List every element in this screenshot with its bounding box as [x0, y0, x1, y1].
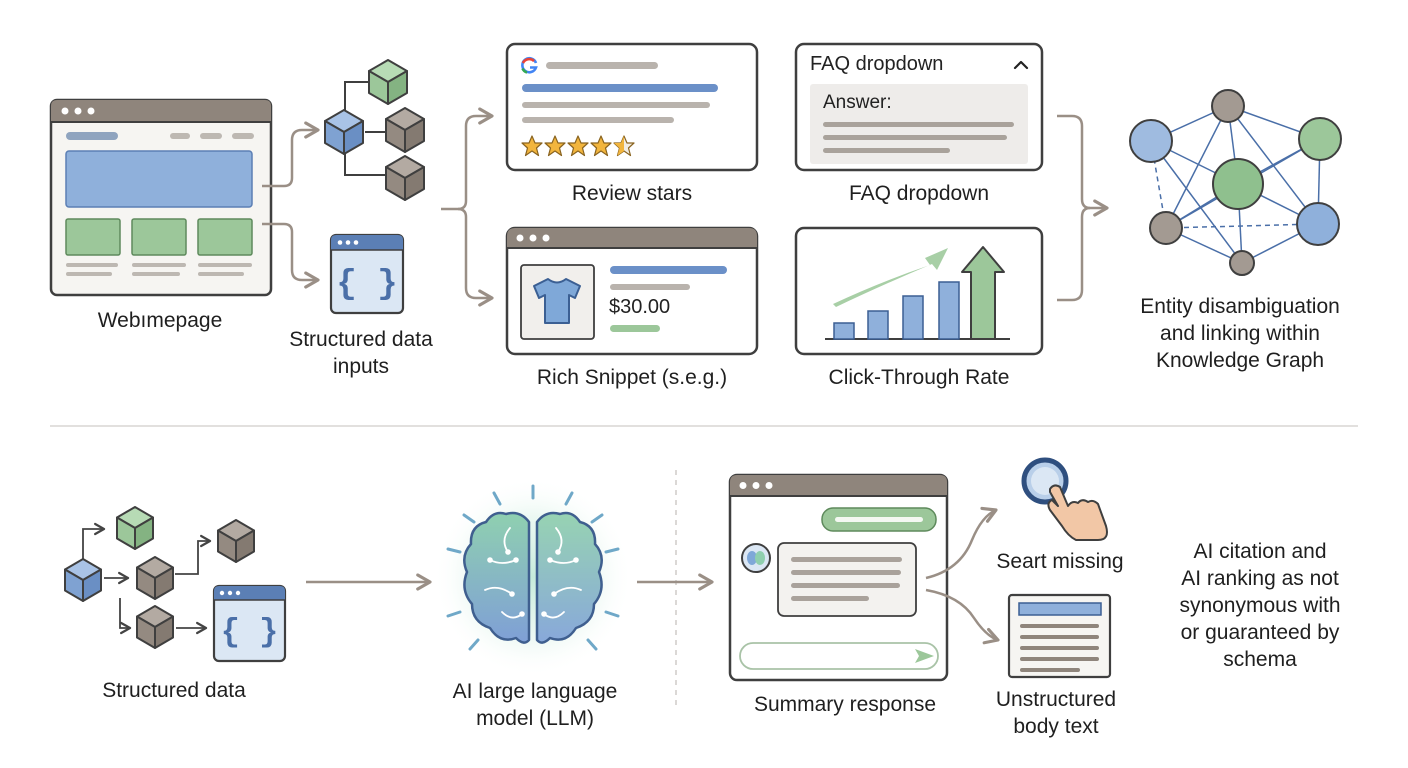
- code-window-icon: { }: [329, 233, 405, 315]
- structured-data-label: Structured data: [102, 679, 246, 702]
- code-braces-icon: { }: [221, 614, 279, 651]
- star-rating: [521, 135, 635, 157]
- structured-inputs-label: Structured data inputs: [289, 328, 433, 378]
- trend-arrow: [833, 248, 948, 307]
- unstructured-body-label: Unstructured body text: [995, 688, 1117, 738]
- send-icon: [915, 649, 934, 663]
- ctr-chart-card: [794, 226, 1044, 356]
- up-arrow-icon: [961, 246, 1005, 340]
- price-text: $30.00: [609, 296, 671, 318]
- arrow-merge-bracket: [1057, 114, 1109, 217]
- google-g-icon: [521, 56, 538, 74]
- cube-brown: [385, 107, 425, 153]
- rich-snippet-label: Rich Snippet (s.e.g.): [536, 366, 728, 389]
- llm-label: AI large language model (LLM): [452, 680, 618, 730]
- review-stars-label: Review stars: [571, 182, 693, 205]
- summary-response-label: Summary response: [753, 693, 937, 716]
- assistant-avatar: [741, 543, 771, 573]
- arrow-summary-to-search: [925, 506, 998, 580]
- brain-icon: [433, 477, 633, 677]
- hand-pointer-icon: [1021, 457, 1108, 541]
- arrow-webpage-to-code: [262, 222, 320, 289]
- rich-snippet-card: [505, 226, 759, 356]
- faq-card: [794, 42, 1044, 172]
- tshirt-icon: [533, 278, 581, 324]
- structured-data-cubes-icon: { }: [64, 506, 287, 663]
- faq-answer-label: Answer:: [823, 92, 892, 113]
- cube-brown: [385, 155, 425, 201]
- knowledge-graph-label: Entity disambiguation and linking within…: [1140, 295, 1340, 372]
- citation-note: AI citation and AI ranking as not synony…: [1179, 540, 1341, 671]
- knowledge-graph-icon: [1129, 89, 1342, 276]
- chevron-up-icon: [1013, 60, 1029, 70]
- faq-card-title[interactable]: FAQ dropdown: [810, 53, 944, 75]
- webpage-label: Webımepage: [97, 309, 223, 332]
- chat-window: [728, 473, 949, 682]
- cube-green: [368, 59, 408, 105]
- search-missing-label: Seart missing: [996, 550, 1124, 573]
- code-braces-icon: { }: [336, 266, 397, 304]
- entity-cubes-icon: [324, 59, 425, 201]
- webpage-icon: [49, 98, 273, 297]
- faq-label: FAQ dropdown: [848, 182, 990, 205]
- arrow-webpage-to-cubes: [262, 121, 320, 188]
- ctr-label: Click-Through Rate: [828, 366, 1010, 389]
- document-icon: [1007, 593, 1112, 679]
- arrow-split-bracket: [441, 107, 494, 211]
- arrow-summary-to-body: [925, 588, 1000, 645]
- review-stars-card: [505, 42, 759, 172]
- cube-blue: [324, 109, 364, 155]
